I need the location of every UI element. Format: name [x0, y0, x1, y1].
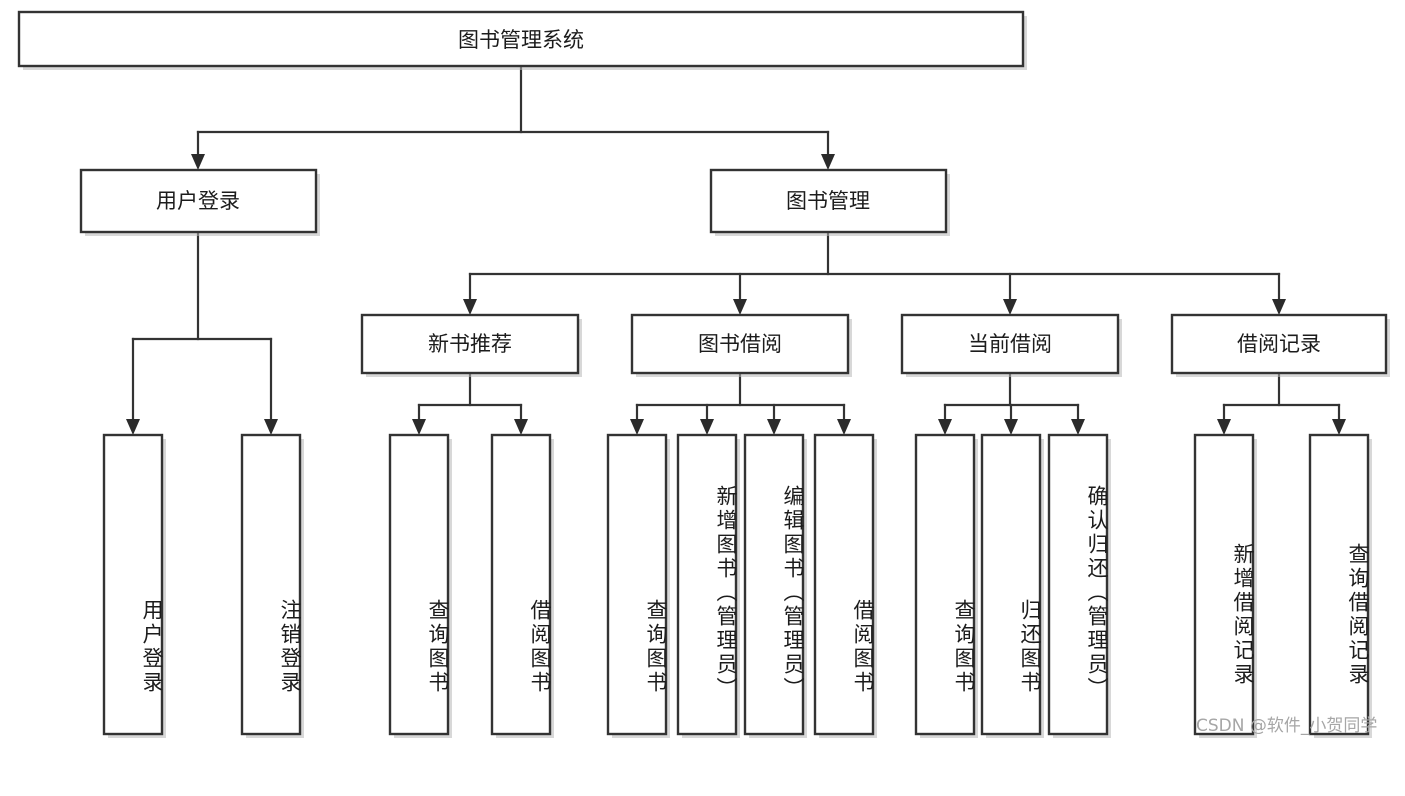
node-box-leaf-nb-2[interactable]	[490, 433, 552, 736]
node-box-book-borrow[interactable]	[630, 313, 850, 375]
arrow-icon-leaf-logout	[264, 419, 278, 435]
horizontal-label-layer: 图书管理系统 用户登录 图书管理 新书推荐 图书借阅 当前借阅 借阅记录	[156, 28, 1321, 356]
arrow-icon-new-book	[463, 299, 477, 315]
functional-structure-diagram: 图书管理系统 用户登录 图书管理 新书推荐 图书借阅 当前借阅 借阅记录 CSD…	[17, 10, 1390, 738]
node-label-book-manage: 图书管理	[786, 189, 870, 213]
arrow-icon-leaf-user-login	[126, 419, 140, 435]
arrow-icon-user-login	[191, 154, 205, 170]
node-box-leaf-br-1[interactable]	[1193, 433, 1255, 736]
node-label-current-borrow: 当前借阅	[968, 332, 1052, 356]
connector-layer	[131, 64, 1341, 421]
arrow-icon-borrow-record	[1272, 299, 1286, 315]
arrow-icon-leaf-cb-3	[1071, 419, 1085, 435]
node-box-user-login[interactable]	[79, 168, 318, 234]
node-box-borrow-record[interactable]	[1170, 313, 1388, 375]
node-layer	[17, 10, 1390, 738]
node-label-root: 图书管理系统	[458, 28, 584, 52]
node-box-leaf-cb-1[interactable]	[914, 433, 976, 736]
arrow-icon-leaf-nb-2	[514, 419, 528, 435]
node-label-borrow-record: 借阅记录	[1237, 332, 1321, 356]
arrow-icon-leaf-cb-1	[938, 419, 952, 435]
arrow-icon-leaf-bb-4	[837, 419, 851, 435]
arrow-icon-leaf-br-1	[1217, 419, 1231, 435]
arrow-icon-leaf-nb-1	[412, 419, 426, 435]
arrow-icon-leaf-br-2	[1332, 419, 1346, 435]
diagram-canvas: 图书管理系统 用户登录 图书管理 新书推荐 图书借阅 当前借阅 借阅记录 CSD…	[17, 10, 1390, 738]
arrow-icon-leaf-cb-2	[1004, 419, 1018, 435]
node-box-new-book[interactable]	[360, 313, 580, 375]
node-box-leaf-bb-2[interactable]	[676, 433, 738, 736]
node-box-leaf-bb-3[interactable]	[743, 433, 805, 736]
arrow-icon-leaf-bb-1	[630, 419, 644, 435]
watermark-label: CSDN @软件_小贺同学	[1196, 716, 1377, 736]
node-box-current-borrow[interactable]	[900, 313, 1120, 375]
arrow-icon-current-borrow	[1003, 299, 1017, 315]
arrow-icon-leaf-bb-3	[767, 419, 781, 435]
node-box-book-manage[interactable]	[709, 168, 948, 234]
node-box-leaf-bb-1[interactable]	[606, 433, 668, 736]
arrow-icon-book-manage	[821, 154, 835, 170]
node-box-leaf-ul-1[interactable]	[102, 433, 164, 736]
node-label-new-book: 新书推荐	[428, 332, 512, 356]
node-box-leaf-ul-2[interactable]	[240, 433, 302, 736]
arrow-icon-book-borrow	[733, 299, 747, 315]
node-box-leaf-cb-3[interactable]	[1047, 433, 1109, 736]
node-label-book-borrow: 图书借阅	[698, 332, 782, 356]
arrow-icon-leaf-bb-2	[700, 419, 714, 435]
node-box-leaf-bb-4[interactable]	[813, 433, 875, 736]
node-box-leaf-nb-1[interactable]	[388, 433, 450, 736]
node-box-leaf-cb-2[interactable]	[980, 433, 1042, 736]
node-box-root[interactable]	[17, 10, 1025, 68]
node-label-user-login: 用户登录	[156, 189, 240, 213]
node-box-leaf-br-2[interactable]	[1308, 433, 1370, 736]
